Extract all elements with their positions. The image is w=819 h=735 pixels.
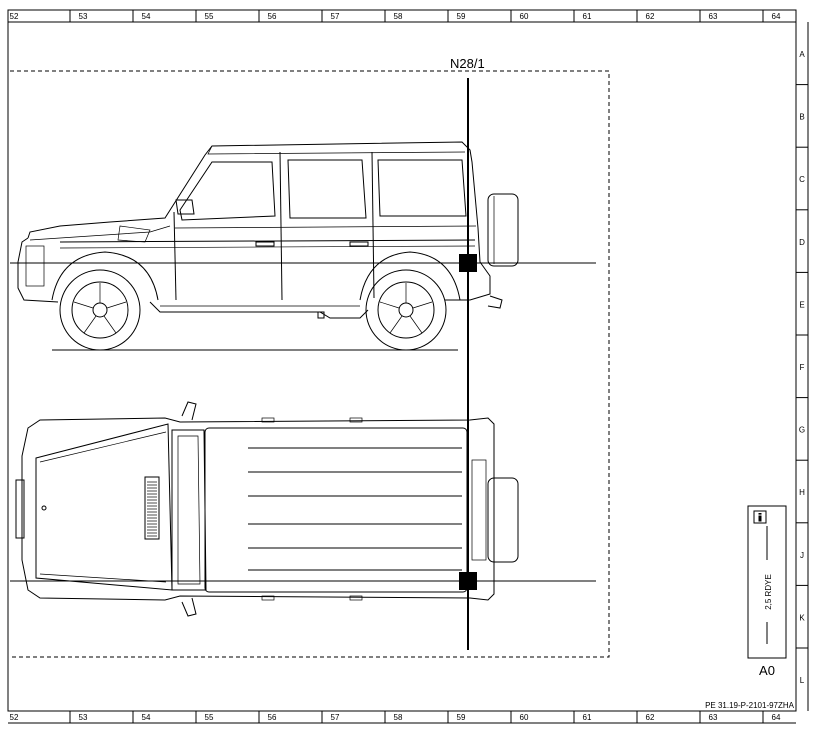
column-tick-label: 64 xyxy=(772,12,781,21)
component-marker-top xyxy=(459,572,477,590)
row-tick-label: H xyxy=(799,488,805,497)
column-tick-label: 62 xyxy=(646,12,655,21)
row-tick-label: K xyxy=(799,613,805,622)
row-tick-label: G xyxy=(799,426,805,435)
column-tick-label: 53 xyxy=(79,713,88,722)
column-tick-label: 56 xyxy=(268,713,277,722)
row-tick-label: F xyxy=(800,363,805,372)
column-tick-label: 64 xyxy=(772,713,781,722)
column-tick-label: 60 xyxy=(520,713,529,722)
row-tick-label: L xyxy=(800,676,805,685)
row-tick-label: B xyxy=(799,113,804,122)
column-tick-label: 61 xyxy=(583,713,592,722)
row-tick-label: D xyxy=(799,238,805,247)
column-tick-label: 62 xyxy=(646,713,655,722)
column-tick-label: 63 xyxy=(709,12,718,21)
column-ticks-top: 52 53 54 55 56 57 58 59 60 61 62 63 64 xyxy=(10,10,781,22)
vehicle-top-view xyxy=(15,401,519,617)
column-tick-label: 57 xyxy=(331,713,340,722)
column-tick-label: 55 xyxy=(205,12,214,21)
column-tick-label: 63 xyxy=(709,713,718,722)
vehicle-side-view xyxy=(17,141,519,351)
column-tick-label: 60 xyxy=(520,12,529,21)
column-tick-label: 61 xyxy=(583,12,592,21)
column-tick-label: 55 xyxy=(205,713,214,722)
sheet-border xyxy=(7,9,797,712)
component-marker-side xyxy=(459,254,477,272)
column-tick-label: 56 xyxy=(268,12,277,21)
column-tick-label: 52 xyxy=(10,12,19,21)
row-tick-label: E xyxy=(799,300,804,309)
document-reference: PE 31.19-P-2101-97ZHA xyxy=(705,701,795,710)
column-ticks-bottom: 52 53 54 55 56 57 58 59 60 61 62 63 64 xyxy=(10,711,781,723)
wire-box xyxy=(747,505,787,659)
column-tick-label: 54 xyxy=(142,12,151,21)
row-tick-label: J xyxy=(800,551,804,560)
column-tick-label: 58 xyxy=(394,713,403,722)
row-tick-label: C xyxy=(799,175,805,184)
component-boundary xyxy=(10,70,610,658)
wire-terminal: 2,5 RDYE A0 xyxy=(747,505,787,678)
wire-spec: 2,5 RDYE xyxy=(764,574,773,610)
row-ticks: A B C D E F G H J K L xyxy=(796,50,808,685)
column-tick-label: 59 xyxy=(457,12,466,21)
column-tick-label: 57 xyxy=(331,12,340,21)
column-tick-label: 59 xyxy=(457,713,466,722)
wiring: N28/1 xyxy=(10,56,596,650)
row-tick-label: A xyxy=(799,50,805,59)
info-icon[interactable] xyxy=(753,510,767,524)
column-tick-label: 53 xyxy=(79,12,88,21)
wire-terminal-label: A0 xyxy=(759,663,775,678)
column-tick-label: 58 xyxy=(394,12,403,21)
column-tick-label: 52 xyxy=(10,713,19,722)
column-tick-label: 54 xyxy=(142,713,151,722)
component-label: N28/1 xyxy=(450,56,485,71)
